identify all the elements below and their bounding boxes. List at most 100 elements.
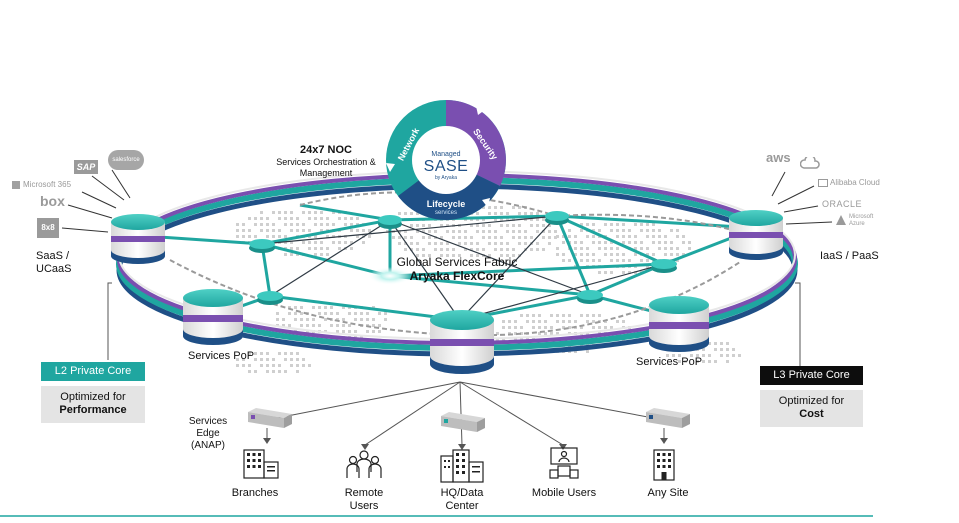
map-dot: [634, 223, 637, 226]
map-dot: [296, 217, 299, 220]
map-dot: [562, 314, 565, 317]
map-dot: [398, 236, 401, 239]
map-dot: [616, 253, 619, 256]
map-dot: [296, 364, 299, 367]
map-dot: [416, 212, 419, 215]
map-dot: [318, 324, 321, 327]
map-dot: [290, 229, 293, 232]
map-dot: [562, 320, 565, 323]
map-dot: [446, 230, 449, 233]
map-dot: [678, 360, 681, 363]
map-dot: [446, 224, 449, 227]
hq-datacenter-icon: [440, 449, 484, 483]
map-dot: [714, 348, 717, 351]
azure-label-1: Microsoft: [849, 214, 874, 220]
dest-remote-l1: Remote: [344, 487, 384, 499]
map-dot: [556, 320, 559, 323]
map-dot: [598, 326, 601, 329]
map-dot: [500, 212, 503, 215]
map-dot: [282, 318, 285, 321]
map-dot: [320, 229, 323, 232]
map-dot: [348, 312, 351, 315]
map-dot: [452, 254, 455, 257]
map-dot: [312, 318, 315, 321]
map-dot: [592, 253, 595, 256]
map-dot: [518, 206, 521, 209]
aws-logo: aws: [766, 150, 791, 165]
map-dot: [548, 242, 551, 245]
map-dot: [532, 326, 535, 329]
map-dot: [296, 352, 299, 355]
map-dot: [326, 253, 329, 256]
map-dot: [676, 229, 679, 232]
map-dot: [410, 248, 413, 251]
map-dot: [416, 254, 419, 257]
map-dot: [294, 318, 297, 321]
map-dot: [512, 218, 515, 221]
map-dot: [580, 247, 583, 250]
edge-line1: Services: [188, 416, 228, 427]
map-dot: [536, 218, 539, 221]
map-dot: [320, 241, 323, 244]
map-dot: [314, 235, 317, 238]
map-dot: [254, 352, 257, 355]
map-dot: [586, 247, 589, 250]
map-dot: [688, 247, 691, 250]
pop-right-label: Services PoP: [636, 356, 703, 368]
dest-hq-l2: Center: [445, 500, 479, 512]
pop-center: [430, 310, 494, 374]
map-dot: [276, 318, 279, 321]
anap-device-1: [248, 408, 292, 428]
map-dot: [518, 224, 521, 227]
map-dot: [266, 352, 269, 355]
map-dot: [330, 306, 333, 309]
map-dot: [640, 229, 643, 232]
map-dot: [410, 242, 413, 245]
map-dot: [338, 241, 341, 244]
map-dot: [342, 306, 345, 309]
map-dot: [290, 241, 293, 244]
edge-links: [266, 381, 665, 446]
map-dot: [550, 332, 553, 335]
map-dot: [392, 236, 395, 239]
l3-tag: L3 Private Core: [760, 366, 863, 385]
map-dot: [628, 271, 631, 274]
map-dot: [356, 223, 359, 226]
sase-managed: Managed: [431, 151, 461, 158]
map-dot: [494, 230, 497, 233]
map-dot: [290, 358, 293, 361]
microsoft365-label: Microsoft 365: [23, 180, 72, 189]
map-dot: [324, 306, 327, 309]
map-dot: [556, 247, 559, 250]
map-dot: [664, 253, 667, 256]
map-dot: [530, 236, 533, 239]
map-dot: [666, 354, 669, 357]
map-dot: [530, 224, 533, 227]
map-dot: [410, 224, 413, 227]
map-dot: [284, 352, 287, 355]
map-dot: [360, 336, 363, 339]
map-dot: [348, 330, 351, 333]
map-dot: [494, 206, 497, 209]
map-dot: [470, 242, 473, 245]
cloud-icon: [799, 154, 820, 169]
map-dot: [272, 358, 275, 361]
map-dot: [254, 217, 257, 220]
dest-any-site: Any Site: [628, 487, 708, 500]
map-dot: [422, 236, 425, 239]
map-dot: [530, 218, 533, 221]
map-dot: [320, 211, 323, 214]
map-dot: [652, 223, 655, 226]
map-dot: [580, 241, 583, 244]
map-dot: [580, 253, 583, 256]
map-dot: [640, 247, 643, 250]
map-dot: [494, 218, 497, 221]
map-dot: [610, 259, 613, 262]
map-dot: [404, 242, 407, 245]
map-dot: [658, 241, 661, 244]
map-dot: [350, 229, 353, 232]
map-dot: [410, 212, 413, 215]
map-dot: [682, 235, 685, 238]
map-dot: [306, 324, 309, 327]
map-dot: [482, 206, 485, 209]
